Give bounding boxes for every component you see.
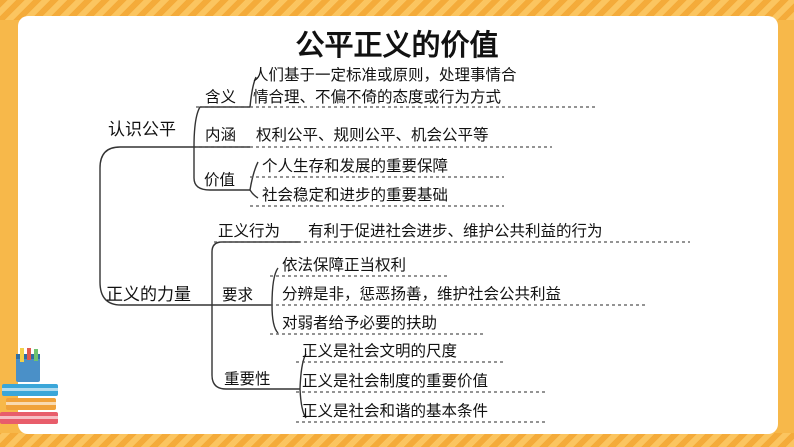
- value-label: 价值: [204, 171, 236, 189]
- requirement-item: 依法保障正当权利: [282, 256, 407, 274]
- top-stripe-border: [0, 0, 794, 20]
- just-act-label: 正义行为: [218, 222, 281, 240]
- importance-item: 正义是社会和谐的基本条件: [302, 402, 489, 420]
- importance-item: 正义是社会文明的尺度: [302, 342, 458, 360]
- meaning-label: 含义: [205, 88, 237, 106]
- requirement-item: 对弱者给予必要的扶助: [282, 314, 438, 332]
- just-act-text: 有利于促进社会进步、维护公共利益的行为: [308, 222, 603, 240]
- page-title: 公平正义的价值: [295, 28, 499, 62]
- value-item: 个人生存和发展的重要保障: [262, 157, 449, 175]
- connotation-text: 权利公平、规则公平、机会公平等: [256, 126, 489, 144]
- books-and-pencils-icon: [0, 348, 58, 424]
- trunk-line: [99, 146, 212, 306]
- connotation-label: 内涵: [205, 126, 237, 144]
- fairness-branch: [193, 106, 250, 148]
- requirement-item: 分辨是非，惩恶扬善，维护社会公共利益: [282, 285, 562, 303]
- meaning-text-line2: 情合理、不偏不倚的态度或行为方式: [253, 88, 502, 106]
- content-board: [18, 16, 778, 434]
- value-item: 社会稳定和进步的重要基础: [262, 186, 449, 204]
- importance-item: 正义是社会制度的重要价值: [302, 372, 489, 390]
- justice-root-label: 正义的力量: [106, 285, 191, 305]
- requirements-label: 要求: [222, 286, 254, 304]
- importance-label: 重要性: [224, 370, 271, 388]
- fairness-root-label: 认识公平: [108, 120, 176, 140]
- bottom-stripe-border: [0, 433, 794, 447]
- meaning-text-line1: 人们基于一定标准或原则，处理事情合: [253, 66, 517, 84]
